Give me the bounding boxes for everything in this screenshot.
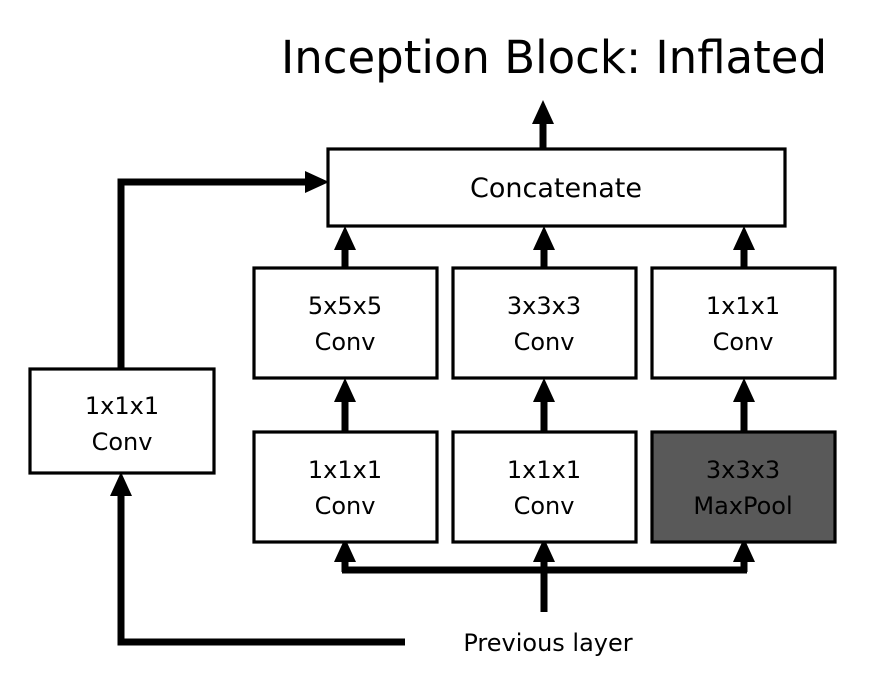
node-branch-c-bottom-line1: 3x3x3: [706, 456, 780, 484]
node-branch-a-top-line1: 5x5x5: [308, 292, 382, 320]
node-branch-b-top-line1: 3x3x3: [507, 292, 581, 320]
arrow-head-icon: [533, 378, 555, 402]
node-concatenate-label: Concatenate: [470, 173, 642, 204]
page-title: Inception Block: Inflated: [281, 31, 827, 84]
arrow-head-icon: [334, 378, 356, 402]
node-branch-c-bottom-line2: MaxPool: [693, 492, 792, 520]
edge-concatenate-to-output: [532, 100, 554, 152]
node-branch-b-1x1x1-conv[interactable]: 1x1x1 Conv: [451, 430, 638, 544]
edge-branch-b-bottom-to-top: [533, 378, 555, 434]
arrow-head-icon: [334, 226, 356, 250]
arrow-head-icon: [334, 538, 356, 562]
node-branch-a-bottom-line2: Conv: [315, 492, 376, 520]
edge-bus-to-branch-a: [334, 538, 356, 572]
node-left-reduce-line2: Conv: [92, 428, 153, 456]
previous-layer-caption: Previous layer: [463, 629, 632, 657]
node-branch-b-bottom-line2: Conv: [514, 492, 575, 520]
node-left-reduce-conv[interactable]: 1x1x1 Conv: [28, 367, 216, 475]
edge-bus-to-branch-b: [533, 538, 555, 572]
edge-branch-c-to-concatenate: [733, 226, 755, 270]
edge-branch-c-bottom-to-top: [733, 378, 755, 434]
edge-previous-layer-to-left-reduce: [110, 472, 405, 646]
node-branch-b-3x3x3-conv[interactable]: 3x3x3 Conv: [451, 266, 638, 380]
node-branch-b-bottom-line1: 1x1x1: [507, 456, 581, 484]
node-branch-a-top-line2: Conv: [315, 328, 376, 356]
node-branch-a-5x5x5-conv[interactable]: 5x5x5 Conv: [252, 266, 439, 380]
node-branch-c-top-line2: Conv: [713, 328, 774, 356]
arrow-head-icon: [532, 100, 554, 124]
edge-layer: [110, 100, 755, 646]
edge-bus-to-branch-c: [733, 538, 755, 572]
arrow-head-icon: [110, 472, 132, 496]
node-branch-c-3x3x3-maxpool[interactable]: 3x3x3 MaxPool: [650, 430, 837, 544]
node-branch-c-1x1x1-conv[interactable]: 1x1x1 Conv: [650, 266, 837, 380]
arrow-head-icon: [533, 538, 555, 562]
node-branch-a-1x1x1-conv[interactable]: 1x1x1 Conv: [252, 430, 439, 544]
arrow-head-icon: [733, 378, 755, 402]
edge-branch-b-to-concatenate: [533, 226, 555, 270]
node-branch-c-top-line1: 1x1x1: [706, 292, 780, 320]
node-concatenate[interactable]: Concatenate: [326, 147, 787, 228]
node-left-reduce-line1: 1x1x1: [85, 392, 159, 420]
arrow-head-icon: [733, 538, 755, 562]
edge-branch-a-to-concatenate: [334, 226, 356, 270]
edge-left-reduce-to-concatenate: [117, 171, 329, 372]
edge-branch-a-bottom-to-top: [334, 378, 356, 434]
node-branch-b-top-line2: Conv: [514, 328, 575, 356]
arrow-head-icon: [733, 226, 755, 250]
arrow-head-icon: [305, 171, 329, 193]
node-branch-a-bottom-line1: 1x1x1: [308, 456, 382, 484]
arrow-head-icon: [533, 226, 555, 250]
